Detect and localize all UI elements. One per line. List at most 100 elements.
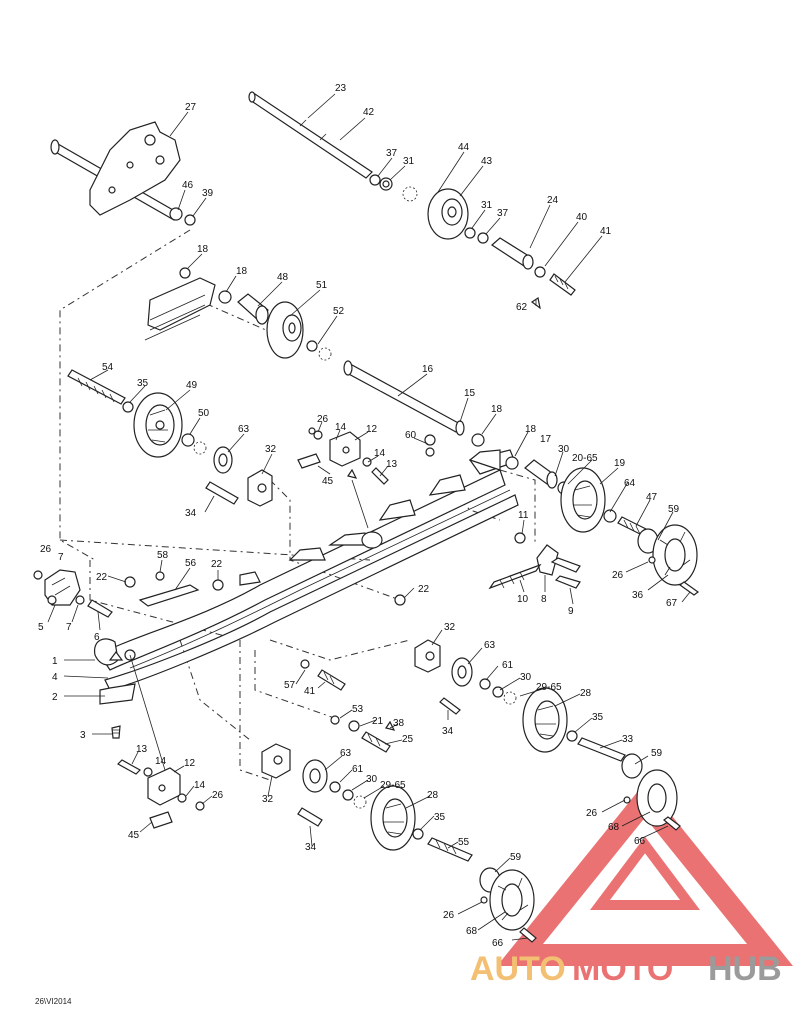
center-shaft-assembly (343, 360, 485, 457)
callout-14a: 14 (335, 422, 347, 433)
callout-13a: 13 (386, 459, 398, 470)
callout-21: 21 (372, 716, 384, 727)
callout-26f: 26 (443, 910, 455, 921)
callout-66b: 66 (492, 938, 504, 949)
callout-25: 25 (402, 734, 414, 745)
front-rail-plate (124, 571, 406, 607)
callout-32a: 32 (265, 444, 277, 455)
callout-35b: 35 (592, 712, 604, 723)
callout-44: 44 (458, 142, 470, 153)
callout-15: 15 (464, 388, 476, 399)
left-upper-wheel-assembly (67, 369, 273, 507)
callout-24: 24 (547, 195, 559, 206)
callout-28a: 28 (580, 688, 592, 699)
callout-60: 60 (405, 430, 417, 441)
callout-34b: 34 (442, 726, 454, 737)
callout-63a: 63 (238, 424, 250, 435)
callout-66a: 66 (634, 836, 646, 847)
callout-35c: 35 (434, 812, 446, 823)
callout-57: 57 (284, 680, 296, 691)
callout-50: 50 (198, 408, 210, 419)
callout-22b: 22 (211, 559, 223, 570)
axle-bracket-assembly (488, 532, 581, 590)
callout-20-65: 20-65 (572, 453, 598, 464)
callout-61a: 61 (502, 660, 514, 671)
callout-22c: 22 (418, 584, 430, 595)
callout-40: 40 (576, 212, 588, 223)
callout-12b: 12 (184, 758, 196, 769)
callout-59c: 59 (510, 852, 522, 863)
upper-slider-block (297, 427, 389, 529)
front-left-bumper-assembly (33, 569, 121, 739)
callout-46: 46 (182, 180, 194, 191)
callout-18b: 18 (236, 266, 248, 277)
callout-19: 19 (614, 458, 626, 469)
callout-43: 43 (481, 156, 493, 167)
callout-3: 3 (80, 730, 86, 741)
callout-47: 47 (646, 492, 658, 503)
callout-63b: 63 (484, 640, 496, 651)
watermark-text-hub: HUB (708, 950, 782, 988)
footer-code: 26\VI2014 (35, 997, 72, 1006)
callout-30a: 30 (558, 444, 570, 455)
callout-32b: 32 (444, 622, 456, 633)
callout-labels: 23 42 27 37 31 44 43 46 39 31 37 24 40 4… (38, 83, 680, 949)
callout-22a: 22 (96, 572, 108, 583)
callout-34c: 34 (305, 842, 317, 853)
callout-62: 62 (516, 302, 528, 313)
callout-32c: 32 (262, 794, 274, 805)
callout-14d: 14 (194, 780, 206, 791)
callout-1: 1 (52, 656, 58, 667)
lower-slider-block (117, 654, 205, 829)
callout-61b: 61 (352, 764, 364, 775)
callout-2: 2 (52, 692, 58, 703)
callout-11: 11 (518, 510, 529, 521)
callout-45a: 45 (322, 476, 334, 487)
callout-18a: 18 (197, 244, 209, 255)
callout-29-65a: 29-65 (536, 682, 562, 693)
callout-34a: 34 (185, 508, 197, 519)
callout-13b: 13 (136, 744, 148, 755)
callout-39: 39 (202, 188, 214, 199)
callout-67: 67 (666, 598, 678, 609)
callout-56: 56 (185, 558, 197, 569)
callout-6: 6 (94, 632, 100, 643)
callout-37b: 37 (497, 208, 509, 219)
callout-55: 55 (458, 837, 470, 848)
callout-30b: 30 (520, 672, 532, 683)
callout-33: 33 (622, 734, 634, 745)
callout-14b: 14 (374, 448, 386, 459)
upper-shaft-assembly (248, 91, 576, 310)
callout-52: 52 (333, 306, 345, 317)
callout-42: 42 (363, 107, 375, 118)
callout-26e: 26 (586, 808, 598, 819)
callout-64: 64 (624, 478, 636, 489)
callout-31b: 31 (481, 200, 493, 211)
right-lower-wheel-assembly (414, 639, 681, 831)
callout-9: 9 (568, 606, 574, 617)
callout-14c: 14 (155, 756, 167, 767)
callout-18d: 18 (525, 424, 537, 435)
callout-7a: 7 (58, 552, 64, 563)
callout-35a: 35 (137, 378, 149, 389)
callout-49: 49 (186, 380, 198, 391)
upper-arm-assembly (50, 121, 196, 226)
callout-18c: 18 (491, 404, 503, 415)
lower-wheel-assembly (261, 743, 537, 943)
callout-45b: 45 (128, 830, 140, 841)
callout-58: 58 (157, 550, 169, 561)
callout-68a: 68 (608, 822, 620, 833)
callout-26c: 26 (612, 570, 624, 581)
callout-16: 16 (422, 364, 434, 375)
callout-38: 38 (393, 718, 405, 729)
middle-roller-assembly (144, 267, 332, 361)
callout-8: 8 (541, 594, 547, 605)
callout-41b: 41 (304, 686, 316, 697)
callout-51: 51 (316, 280, 328, 291)
watermark-logo: AUTO MOTO HUB (470, 782, 794, 988)
callout-26d: 26 (212, 790, 224, 801)
watermark-text-auto: AUTO (470, 950, 566, 988)
callout-68b: 68 (466, 926, 478, 937)
watermark-text-moto: MOTO (572, 950, 673, 988)
